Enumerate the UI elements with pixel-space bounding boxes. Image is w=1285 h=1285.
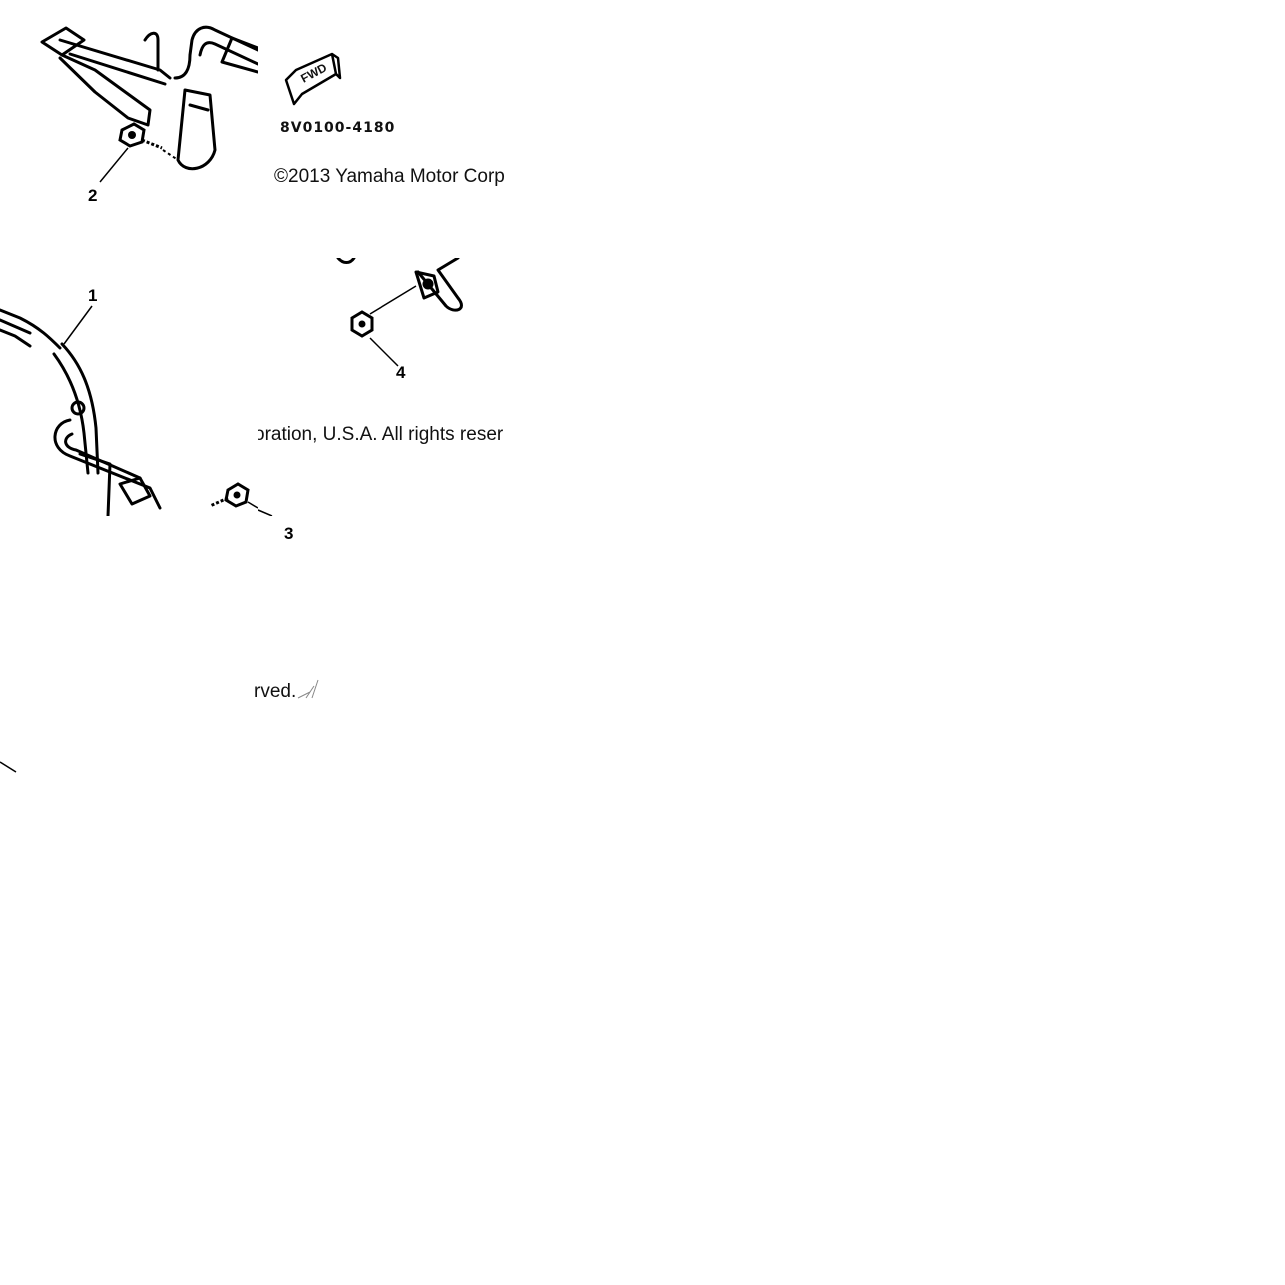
bolt-icon	[118, 122, 163, 150]
copyright-text: oration, U.S.A. All rights reser	[258, 424, 504, 445]
diagram-tile-middle-left: 1	[0, 258, 258, 516]
bolt-icon	[209, 482, 250, 508]
diagram-tile-top-left: 2	[0, 0, 258, 258]
callout-number: 1	[88, 286, 98, 305]
watermark-mark	[297, 679, 319, 699]
part-number: 8V0100-4180	[280, 120, 396, 136]
callout-number: 4	[396, 363, 406, 382]
diagram-tile-top-middle: FWD 8V0100-4180 ©2013 Yamaha Motor Corp	[258, 0, 516, 258]
nut-drawing	[258, 258, 463, 516]
fwd-arrow-icon	[284, 52, 342, 106]
diagram-tile-middle: 4 oration, U.S.A. All rights reser	[258, 258, 516, 516]
copyright-text: ©2013 Yamaha Motor Corp	[274, 166, 505, 187]
callout-number: 3	[284, 524, 294, 543]
diagram-tile-bottom-left	[258, 516, 516, 774]
frame-bar-drawing-upper	[40, 25, 258, 183]
nut-icon	[350, 310, 374, 338]
frame-bar-fragment	[0, 761, 17, 773]
callout-number: 2	[88, 186, 98, 205]
frame-bar-drawing-lower	[0, 305, 258, 516]
copyright-text: rved.	[254, 681, 297, 702]
